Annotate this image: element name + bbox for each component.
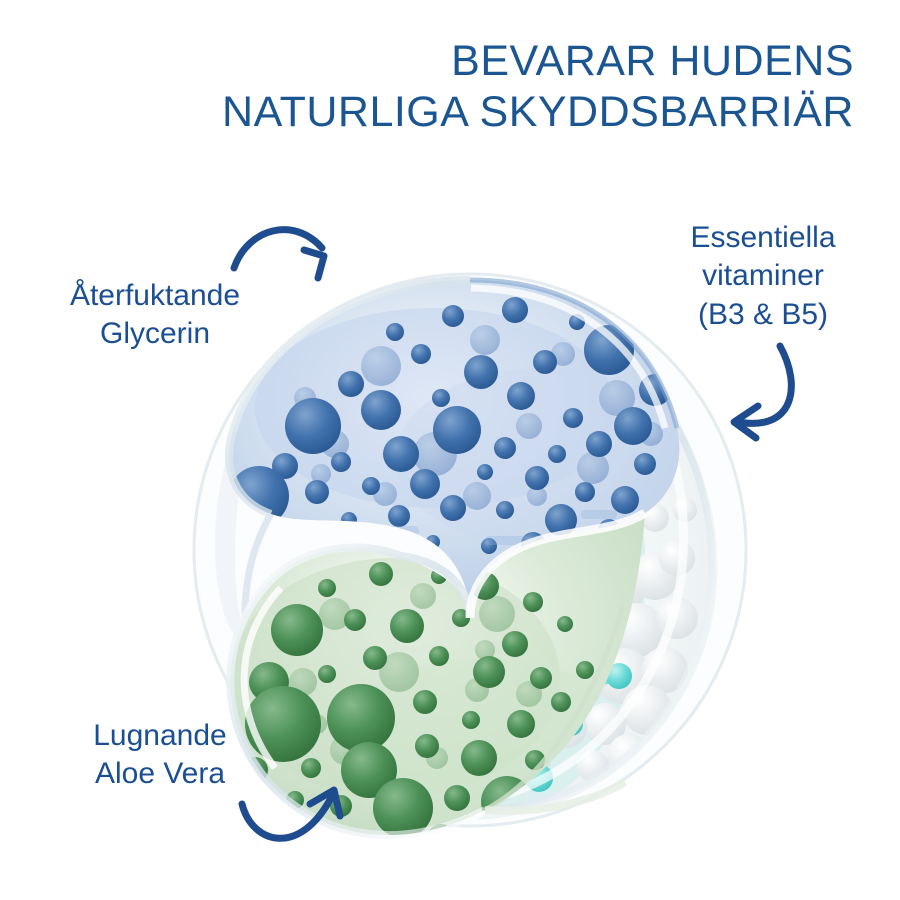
page-title: BEVARAR HUDENS NATURLIGA SKYDDSBARRIÄR <box>214 36 854 137</box>
callout-glycerin-line-1: Återfuktande <box>69 279 241 312</box>
emblem-outer-rim <box>192 272 748 828</box>
headline-line-2: NATURLIGA SKYDDSBARRIÄR <box>222 87 854 136</box>
callout-glycerin: Återfuktande Glycerin <box>10 277 300 354</box>
callout-vitamins-line-2: vitaminer <box>702 259 824 293</box>
callout-aloe-line-1: Lugnande <box>93 719 227 752</box>
emblem-seam-highlight <box>465 509 648 619</box>
callout-vitamins: Essentiella vitaminer (B3 & B5) <box>636 219 890 334</box>
callout-aloe: Lugnande Aloe Vera <box>35 717 285 794</box>
callout-glycerin-line-2: Glycerin <box>99 317 211 351</box>
headline-line-1: BEVARAR HUDENS <box>451 37 854 85</box>
green-lobe-contents <box>230 558 635 836</box>
callout-vitamins-line-1: Essentiella <box>690 221 836 254</box>
triskelion-emblem <box>185 258 755 842</box>
green-droplet-lobe <box>226 513 645 839</box>
callout-aloe-line-2: Aloe Vera <box>94 757 226 791</box>
callout-vitamins-line-3: (B3 & B5) <box>697 297 829 331</box>
